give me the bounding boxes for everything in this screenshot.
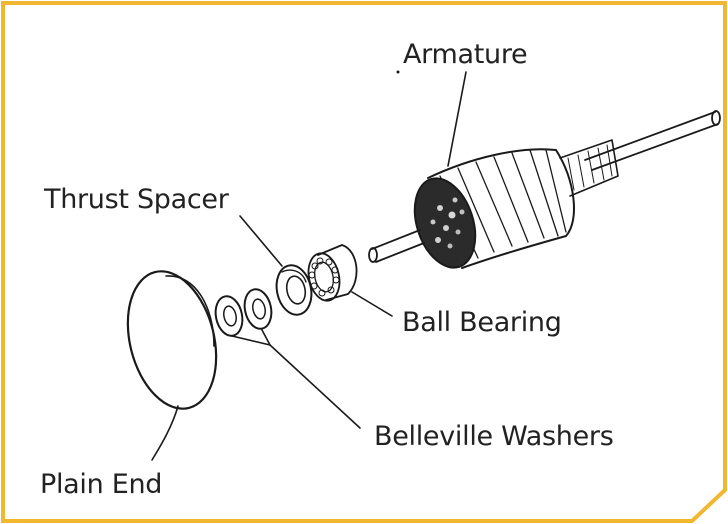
- label-thrust-spacer: Thrust Spacer: [43, 184, 230, 215]
- belleville-washers-leader: [231, 335, 361, 429]
- thrust-spacer: [275, 264, 313, 316]
- label-armature: Armature: [403, 39, 527, 70]
- label-belleville-washers: Belleville Washers: [374, 421, 614, 452]
- armature-end-face: [413, 177, 477, 269]
- armature-stub-shaft: [368, 229, 425, 263]
- belleville-washers-leader-branch: [261, 329, 271, 346]
- ink-dot: [396, 70, 400, 74]
- armature-shaft: [559, 110, 721, 197]
- belleville-washers: [214, 288, 273, 337]
- armature-body: [413, 148, 575, 269]
- ball-bearing-leader: [351, 291, 393, 317]
- label-ball-bearing: Ball Bearing: [402, 307, 562, 338]
- label-plain-end: Plain End: [40, 469, 162, 500]
- plain-end-leader: [151, 405, 179, 461]
- thrust-spacer-leader: [239, 215, 283, 267]
- plain-end-disc: [126, 270, 218, 410]
- armature-leader: [447, 71, 467, 167]
